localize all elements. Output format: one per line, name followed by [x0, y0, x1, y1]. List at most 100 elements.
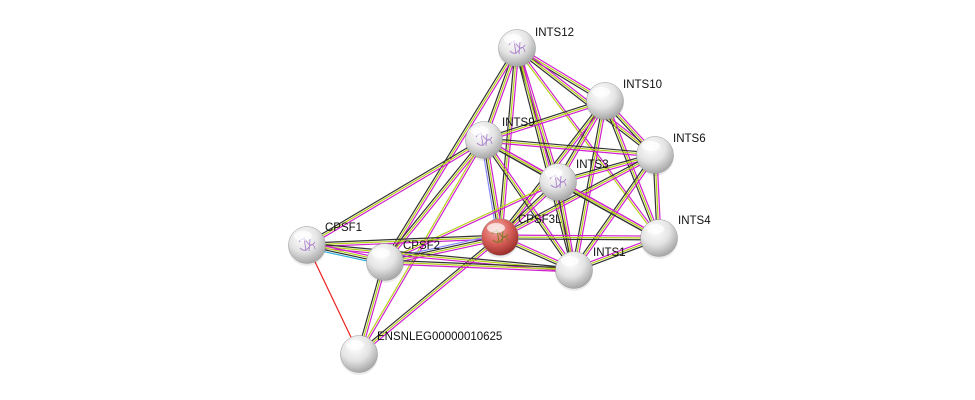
node-ints10[interactable]: INTS10: [586, 79, 662, 122]
edge-evidence-coexpression: [515, 49, 655, 157]
node-label: CPSF3L: [518, 214, 562, 226]
edge-evidence-coexpression: [571, 100, 604, 270]
node-label: INTS6: [673, 133, 706, 145]
edge-evidence-coexpression: [556, 183, 659, 241]
edge-evidence-experiments: [359, 238, 502, 356]
edge-INTS9-CPSF1[interactable]: [305, 137, 486, 248]
edge-evidence-experiments: [517, 47, 661, 238]
node-highlight: [471, 126, 489, 136]
protein-structure-icon: [475, 131, 493, 147]
edge-INTS3-CPSF2[interactable]: [384, 180, 559, 264]
node-label: INTS10: [623, 79, 662, 91]
edge-evidence-coexpression: [483, 98, 605, 139]
edge-INTS1-CPSF2[interactable]: [384, 259, 575, 273]
edge-evidence-textmining: [384, 180, 558, 262]
edge-evidence-experiments: [384, 263, 574, 273]
edge-evidence-textmining: [573, 100, 606, 271]
edge-evidence-textmining: [516, 47, 559, 183]
edge-INTS9-INTS1[interactable]: [481, 138, 577, 272]
edge-evidence-textmining: [516, 47, 656, 156]
edge-INTS12-INTS6[interactable]: [515, 46, 657, 157]
edge-evidence-coexpression: [571, 153, 654, 270]
node-ints9[interactable]: INTS9: [465, 117, 535, 161]
node-highlight: [487, 223, 505, 233]
edge-evidence-experiments: [307, 141, 486, 248]
edge-evidence-coexpression: [382, 46, 516, 262]
edge-evidence-experiments: [500, 156, 657, 240]
edge-evidence-experiments: [518, 47, 577, 270]
edge-evidence-experiments: [558, 179, 661, 237]
edge-evidence-experiments: [385, 182, 559, 264]
edge-INTS12-INTS3[interactable]: [514, 47, 561, 183]
edge-evidence-experiments: [518, 47, 561, 182]
node-highlight: [294, 231, 312, 241]
edge-evidence-textmining: [499, 236, 660, 239]
edge-CPSF3L-INTS4[interactable]: [499, 234, 660, 241]
node-label: INTS12: [535, 27, 574, 39]
protein-structure-icon: [491, 228, 509, 244]
node-cpsf3l[interactable]: CPSF3L: [481, 214, 562, 258]
edge-evidence-coexpression: [385, 259, 575, 269]
node-label: CPSF1: [325, 222, 362, 234]
edge-evidence-textmining: [483, 139, 575, 271]
edge-evidence-coexpression: [307, 242, 575, 269]
edge-CPSF1-ENSNLEG00000010625[interactable]: [306, 244, 360, 355]
node-ensnleg00000010625[interactable]: ENSNLEG00000010625: [340, 331, 502, 375]
edge-evidence-textmining: [516, 47, 575, 271]
edge-evidence-experiments: [359, 140, 486, 355]
edge-evidence-textmining: [384, 47, 518, 263]
edge-evidence-experiments: [500, 234, 660, 237]
edge-evidence-textmining: [515, 48, 659, 239]
edge-evidence-coexpression: [514, 48, 557, 183]
node-label: CPSF2: [403, 240, 440, 252]
node-label: ENSNLEG00000010625: [377, 331, 502, 343]
node-ints1[interactable]: INTS1: [555, 247, 626, 291]
node-label: INTS1: [593, 247, 626, 259]
edge-CPSF3L-ENSNLEG00000010625[interactable]: [357, 235, 502, 356]
edge-INTS10-INTS9[interactable]: [483, 98, 606, 143]
edge-evidence-textmining: [483, 139, 656, 156]
node-highlight: [346, 340, 364, 350]
edge-INTS3-INTS4[interactable]: [556, 179, 661, 241]
node-ints3[interactable]: INTS3: [539, 159, 609, 203]
edge-evidence-coexpression: [306, 234, 500, 244]
edge-evidence-coexpression: [514, 48, 573, 271]
edge-evidence-coexpression: [357, 235, 500, 353]
edge-evidence-homology: [384, 233, 500, 260]
node-highlight: [642, 141, 660, 151]
edge-evidence-coexpression: [383, 138, 483, 262]
edge-evidence-fusion: [306, 244, 360, 355]
edge-evidence-experiments: [484, 102, 606, 143]
edge-evidence-experiments: [485, 138, 577, 270]
edge-INTS12-INTS1[interactable]: [514, 47, 577, 271]
node-ints12[interactable]: INTS12: [498, 27, 574, 69]
edge-evidence-coexpression: [305, 137, 484, 244]
node-cpsf2[interactable]: CPSF2: [366, 240, 440, 283]
node-highlight: [592, 87, 610, 97]
edge-evidence-coexpression: [499, 238, 659, 241]
node-cpsf1[interactable]: CPSF1: [288, 222, 362, 266]
edge-evidence-experiments: [483, 141, 655, 158]
node-highlight: [504, 34, 522, 44]
protein-structure-icon: [549, 173, 567, 189]
node-highlight: [646, 224, 664, 234]
protein-structure-icon: [298, 236, 316, 252]
edge-evidence-textmining: [306, 139, 485, 246]
edge-evidence-textmining: [384, 261, 575, 271]
edge-evidence-textmining: [385, 237, 501, 264]
node-highlight: [545, 168, 563, 178]
protein-structure-icon: [508, 39, 526, 55]
edge-INTS6-INTS9[interactable]: [483, 137, 656, 158]
node-ints6[interactable]: INTS6: [636, 133, 706, 176]
edge-INTS12-INTS4[interactable]: [515, 47, 661, 239]
edge-evidence-coexpression: [384, 235, 500, 262]
edge-evidence-coexpression: [484, 137, 656, 154]
node-ints4[interactable]: INTS4: [640, 215, 711, 259]
node-highlight: [372, 248, 390, 258]
node-label: INTS3: [576, 159, 609, 171]
edge-evidence-textmining: [306, 236, 501, 246]
node-label: INTS4: [678, 215, 711, 227]
edge-evidence-textmining: [483, 100, 606, 141]
